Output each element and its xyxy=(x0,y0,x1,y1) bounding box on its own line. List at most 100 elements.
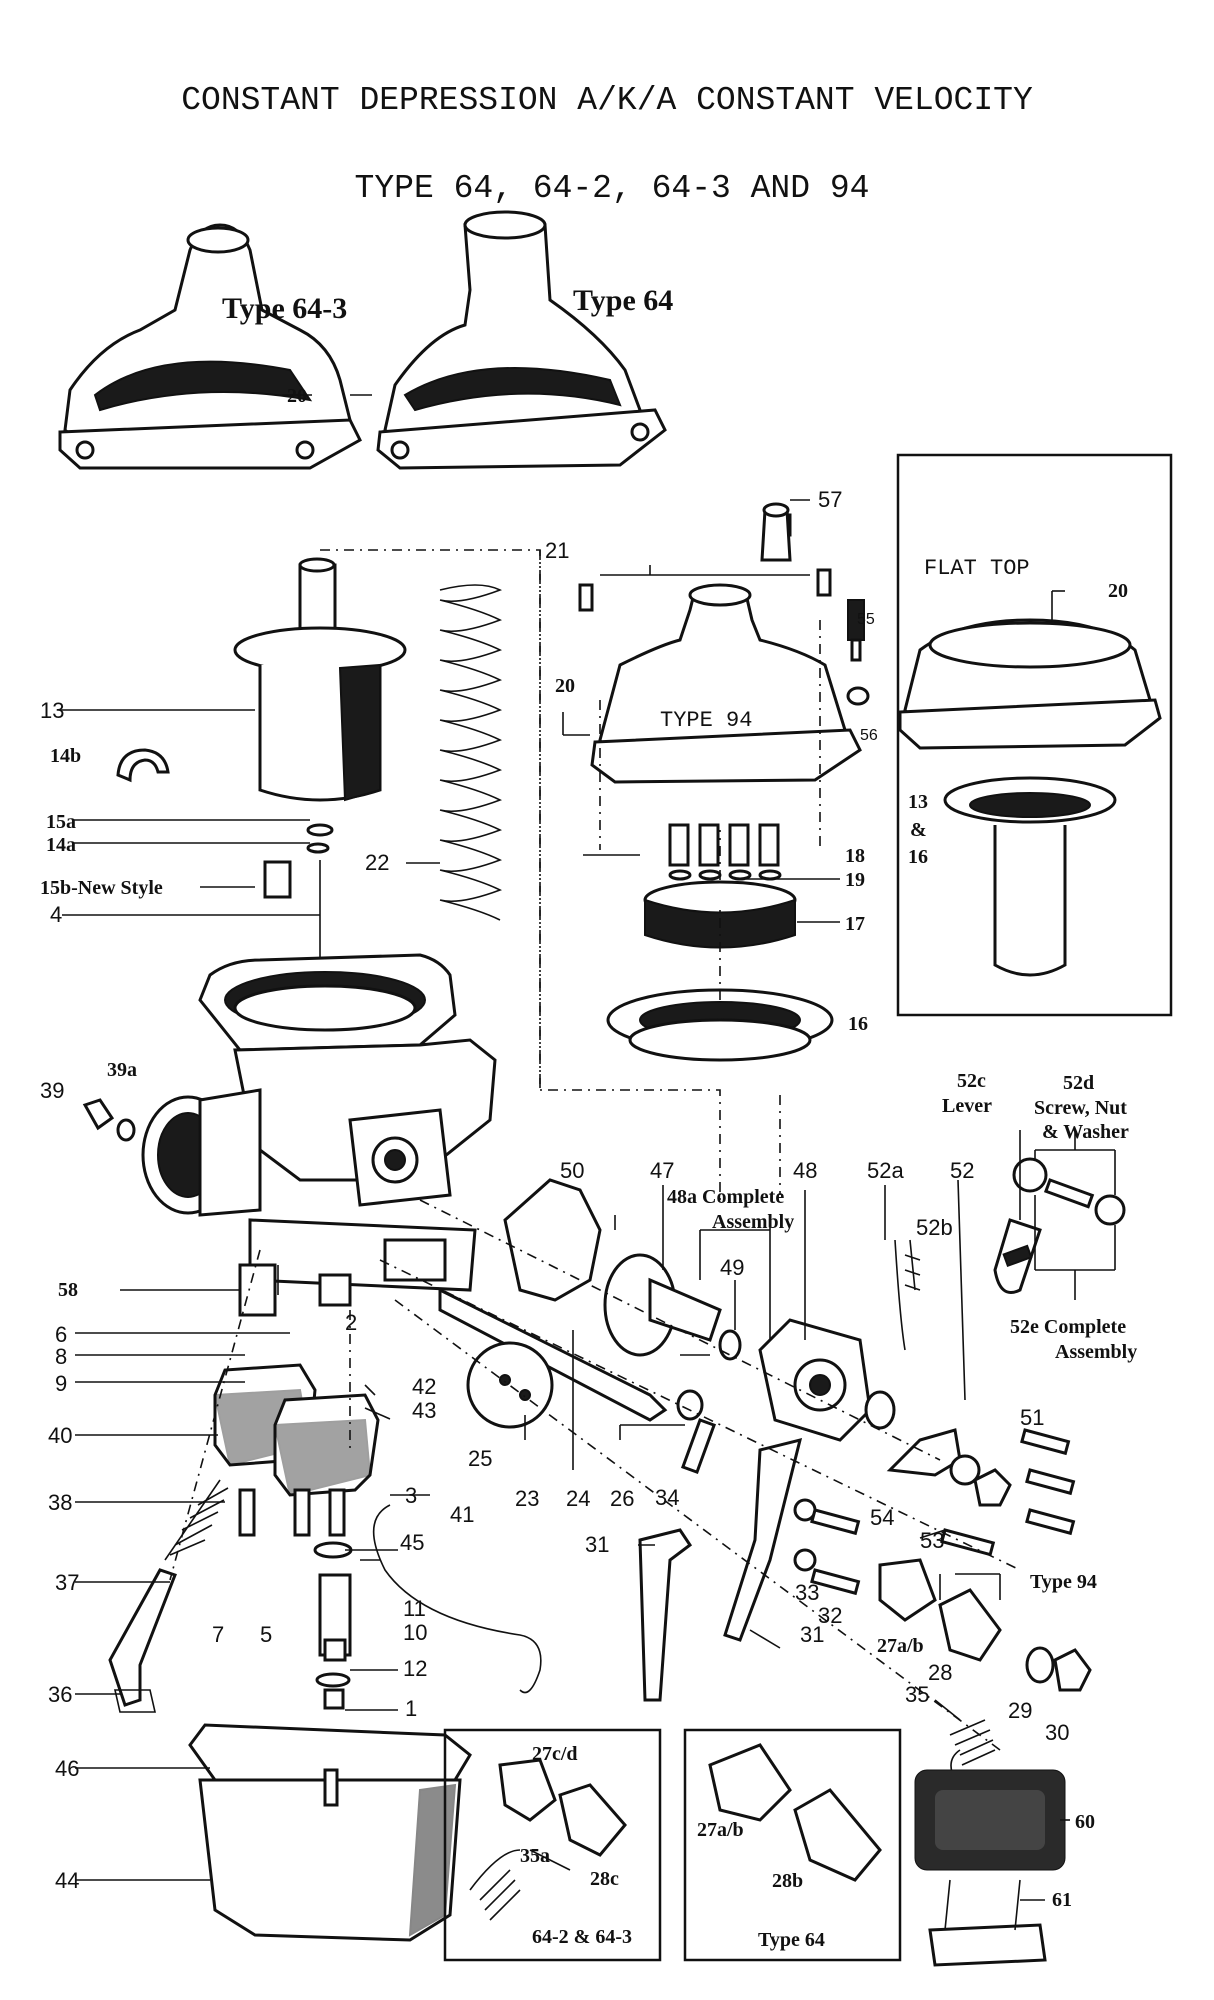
cover-type-64-3 xyxy=(58,223,362,470)
wire-45 xyxy=(372,1504,542,1694)
svg-text:39a: 39a xyxy=(107,1059,137,1081)
svg-text:31: 31 xyxy=(585,1532,609,1557)
svg-text:48: 48 xyxy=(793,1158,817,1183)
screw-52d xyxy=(1012,1157,1126,1226)
cover-type-94 xyxy=(578,513,862,784)
svg-text:61: 61 xyxy=(1052,1889,1072,1911)
svg-text:14b: 14b xyxy=(50,745,81,767)
page-title: CONSTANT DEPRESSION A/K/A CONSTANT VELOC… xyxy=(181,82,1033,119)
svg-text:13: 13 xyxy=(908,791,928,813)
float-40b xyxy=(273,1393,380,1497)
svg-text:10: 10 xyxy=(403,1620,427,1645)
part-34 xyxy=(680,1418,717,1475)
label-inset-type-64: Type 64 xyxy=(758,1929,825,1951)
svg-text:36: 36 xyxy=(48,1682,72,1707)
svg-text:46: 46 xyxy=(55,1756,79,1781)
svg-text:54: 54 xyxy=(870,1505,894,1530)
svg-text:20: 20 xyxy=(1108,580,1128,602)
labels: Type 64-3 Type 64 FLAT TOP TYPE 94 Type … xyxy=(40,284,1137,1951)
svg-text:55: 55 xyxy=(857,611,875,628)
label-type-94-cover: TYPE 94 xyxy=(660,708,752,733)
label-type-64-3: Type 64-3 xyxy=(222,292,347,325)
ring-49 xyxy=(718,1329,742,1361)
svg-text:6: 6 xyxy=(55,1322,67,1347)
rod-52a xyxy=(894,1239,906,1351)
svg-text:50: 50 xyxy=(560,1158,584,1183)
svg-text:14a: 14a xyxy=(46,834,76,856)
svg-text:38: 38 xyxy=(48,1490,72,1515)
lever-31 xyxy=(638,1528,693,1702)
page-subtitle: TYPE 64, 64-2, 64-3 AND 94 xyxy=(354,170,870,207)
svg-text:43: 43 xyxy=(412,1398,436,1423)
svg-text:27a/b: 27a/b xyxy=(697,1819,744,1841)
svg-text:60: 60 xyxy=(1075,1811,1095,1833)
svg-text:27c/d: 27c/d xyxy=(532,1743,578,1765)
carburetor-body xyxy=(141,953,497,1317)
lever-31b xyxy=(723,1437,803,1642)
plate-54 xyxy=(886,1428,962,1477)
inset-type-64 xyxy=(683,1728,902,1962)
part-55 xyxy=(847,599,865,662)
screws-18 xyxy=(668,823,780,867)
spring-35 xyxy=(949,1719,996,1781)
svg-text:2: 2 xyxy=(345,1310,357,1335)
svg-text:26: 26 xyxy=(610,1486,634,1511)
svg-text:58: 58 xyxy=(58,1279,78,1301)
svg-text:45: 45 xyxy=(400,1530,424,1555)
svg-text:48a Complete: 48a Complete xyxy=(667,1186,784,1208)
label-type-64: Type 64 xyxy=(573,284,673,317)
svg-text:17: 17 xyxy=(845,913,865,935)
leader-lines xyxy=(60,394,1116,1901)
svg-text:4: 4 xyxy=(50,902,62,927)
washers-19 xyxy=(668,869,782,881)
label-type-94-linkage: Type 94 xyxy=(1030,1571,1097,1593)
svg-text:28c: 28c xyxy=(590,1868,619,1890)
svg-text:20: 20 xyxy=(287,385,307,407)
svg-text:35: 35 xyxy=(905,1682,929,1707)
assembly-lines xyxy=(169,549,1021,1751)
svg-text:&: & xyxy=(910,819,927,841)
svg-text:9: 9 xyxy=(55,1371,67,1396)
float-bowl-44 xyxy=(188,1723,472,1942)
svg-text:52c: 52c xyxy=(957,1070,986,1092)
svg-text:Screw, Nut: Screw, Nut xyxy=(1034,1097,1127,1119)
svg-text:24: 24 xyxy=(566,1486,590,1511)
spring-52b xyxy=(904,1239,921,1291)
svg-text:49: 49 xyxy=(720,1255,744,1280)
svg-text:52b: 52b xyxy=(916,1215,953,1240)
spring-37 xyxy=(164,1479,229,1561)
part-15b xyxy=(263,860,292,899)
label-flat-top: FLAT TOP xyxy=(924,556,1030,581)
diaphragm-16 xyxy=(606,988,834,1062)
svg-text:40: 40 xyxy=(48,1423,72,1448)
svg-text:37: 37 xyxy=(55,1570,79,1595)
svg-text:8: 8 xyxy=(55,1344,67,1369)
svg-text:21: 21 xyxy=(545,538,569,563)
svg-text:15b-New Style: 15b-New Style xyxy=(40,877,163,899)
svg-text:28: 28 xyxy=(928,1660,952,1685)
svg-text:47: 47 xyxy=(650,1158,674,1183)
svg-text:3: 3 xyxy=(405,1483,417,1508)
flat-top-box xyxy=(896,453,1173,1017)
svg-text:52a: 52a xyxy=(867,1158,904,1183)
svg-text:16: 16 xyxy=(908,846,928,868)
label-inset-64-2-64-3: 64-2 & 64-3 xyxy=(532,1926,632,1948)
svg-text:12: 12 xyxy=(403,1656,427,1681)
nut-53 xyxy=(973,1468,1012,1507)
part-56 xyxy=(846,686,870,706)
svg-text:29: 29 xyxy=(1008,1698,1032,1723)
svg-text:32: 32 xyxy=(818,1603,842,1628)
flat-top-cover xyxy=(898,618,1162,750)
svg-text:7: 7 xyxy=(212,1622,224,1647)
disc-23 xyxy=(466,1341,554,1429)
gasket-50 xyxy=(503,1178,602,1302)
svg-text:27a/b: 27a/b xyxy=(877,1635,924,1657)
svg-text:33: 33 xyxy=(795,1580,819,1605)
part-57 xyxy=(760,502,792,562)
svg-text:20: 20 xyxy=(555,675,575,697)
svg-text:30: 30 xyxy=(1045,1720,1069,1745)
svg-text:39: 39 xyxy=(40,1078,64,1103)
screw-39 xyxy=(82,1098,115,1131)
svg-text:42: 42 xyxy=(412,1374,436,1399)
